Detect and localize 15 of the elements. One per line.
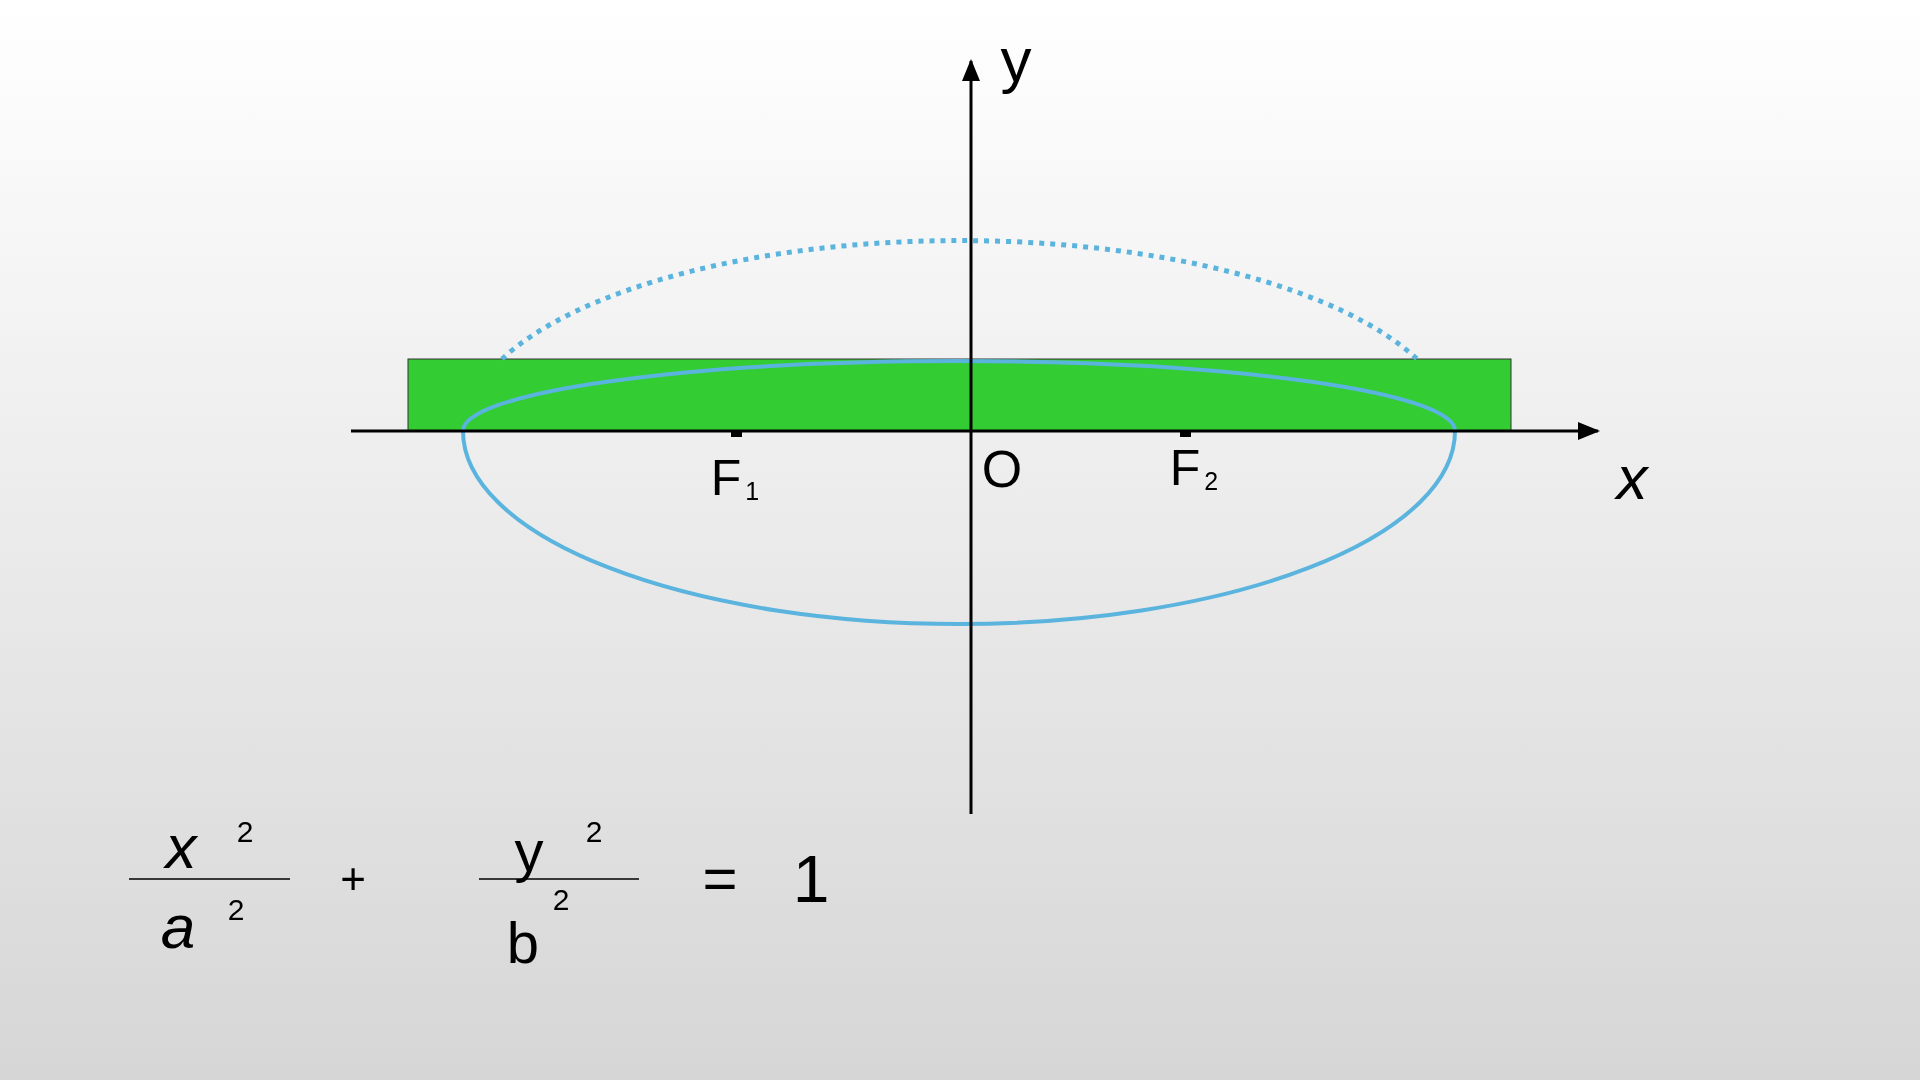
formula-exponent: 2 — [552, 885, 570, 915]
formula-operator: + — [340, 857, 366, 901]
filled-rectangle — [407, 358, 1512, 432]
axis-label: x — [1616, 447, 1648, 509]
origin-label: O — [981, 443, 1023, 495]
formula-exponent: 2 — [236, 817, 254, 847]
formula-variable: a — [160, 896, 196, 958]
formula-exponent: 2 — [227, 895, 245, 925]
formula-operator: = — [702, 849, 738, 909]
formula-exponent: 2 — [585, 817, 603, 847]
formula-variable: x — [165, 816, 197, 878]
focus-label: F$_{2}$ — [1169, 442, 1219, 494]
focus-label: F$_{1}$ — [710, 452, 760, 504]
formula-variable: b — [506, 914, 540, 972]
formula-number: 1 — [792, 846, 830, 912]
